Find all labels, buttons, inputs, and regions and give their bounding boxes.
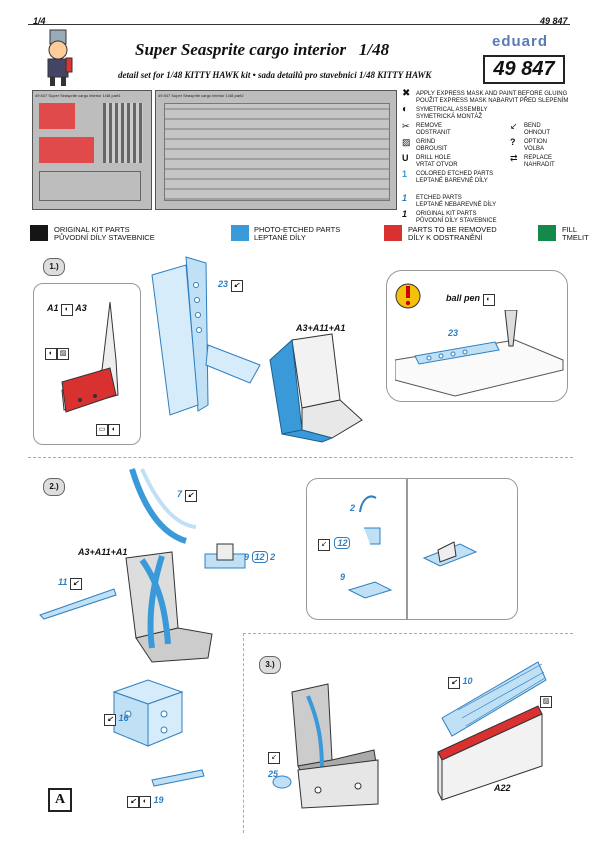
tool-label: ball pen ◐ xyxy=(446,293,495,306)
part-number-23-detail: 23 xyxy=(448,328,459,338)
detail-part-12-icons: ↙ 12 xyxy=(318,533,351,551)
part-number-10: ↙ 10 xyxy=(448,676,473,689)
grind-icon: ▨ xyxy=(402,137,411,147)
key-row: ↙ BEND OHNOUT xyxy=(510,121,550,136)
part-number-16: ↙ 16 xyxy=(104,713,129,726)
etched-panel-10 xyxy=(441,661,547,737)
section-marker: A xyxy=(48,788,72,812)
drill-icon: U xyxy=(402,153,409,163)
completed-seat-drawing xyxy=(291,683,379,809)
plate-part-9 xyxy=(347,581,393,599)
option-icon: ? xyxy=(510,137,516,147)
seat-assembly-drawing xyxy=(269,333,363,443)
key-row: 1 COLORED ETCHED PARTS LEPTANÉ BAREVNÉ D… xyxy=(402,169,494,184)
detail-part-9: 9 xyxy=(340,572,346,582)
legend-label: PARTS TO BE REMOVED DÍLY K ODSTRANĚNÍ xyxy=(408,225,497,242)
warning-icon xyxy=(395,283,421,309)
assembly-label-step1: A3+A11+A1 xyxy=(296,323,346,333)
key-row: U DRILL HOLE VRTAT OTVOR xyxy=(402,153,458,168)
clip-part-12 xyxy=(364,527,381,545)
detail-panel-buckle xyxy=(306,478,408,620)
fret-photo-2: 49 847 Super Seasprite cargo interior 1/… xyxy=(155,90,397,210)
seat-frame-drawing xyxy=(61,301,119,413)
detail-panel-left xyxy=(33,283,141,445)
symbol-key: ✖ APPLY EXPRESS MASK AND PAINT BEFORE GL… xyxy=(402,88,572,224)
step3-divider-v xyxy=(243,633,244,833)
legend-label: ORIGINAL KIT PARTS PŮVODNÍ DÍLY STAVEBNI… xyxy=(54,225,155,242)
seat-base-part-16 xyxy=(112,679,184,747)
etched-seat-frame-23 xyxy=(151,256,261,416)
detail-panel-buckle-result xyxy=(406,478,518,620)
key-row: ✖ APPLY EXPRESS MASK AND PAINT BEFORE GL… xyxy=(402,88,569,104)
etched-strips xyxy=(103,103,143,163)
page-code: 49 847 xyxy=(540,16,568,26)
grind-icon: ▨ xyxy=(540,690,552,708)
symmetric-icon: ◐▨ xyxy=(45,342,69,360)
clip-part-2 xyxy=(359,495,377,513)
brand-logo: eduard xyxy=(492,33,549,50)
step3-divider xyxy=(243,633,573,634)
part-a22-drawing xyxy=(437,705,543,801)
legend-label: PHOTO-ETCHED PARTS LEPTANÉ DÍLY xyxy=(254,225,341,242)
etch-number-icon: 1 xyxy=(402,193,408,203)
subtitle: detail set for 1/48 KITTY HAWK kit • sad… xyxy=(118,70,432,80)
part-number-19: ↙◐ 19 xyxy=(127,795,164,808)
part-label-a1: A1 ◐ A3 xyxy=(47,303,87,316)
key-row: ◐ SYMETRICAL ASSEMBLY SYMETRICKÁ MONTÁŽ xyxy=(402,104,488,120)
legend-label: FILL TMELIT xyxy=(562,225,589,242)
etched-grid xyxy=(164,103,390,201)
legend-swatch-kit xyxy=(30,225,48,241)
key-row: 1 ETCHED PARTS LEPTANÉ NEBAREVNÉ DÍLY xyxy=(402,193,497,208)
scale-label: 1/48 xyxy=(358,40,390,59)
step-2-label: 2.) xyxy=(43,478,65,496)
key-row: ? OPTION VOLBA xyxy=(510,137,548,152)
part-25-drawing xyxy=(272,775,292,789)
mascot-logo xyxy=(47,29,73,86)
part-number-25: ↙25 xyxy=(268,752,280,779)
step-3-label: 3.) xyxy=(259,656,281,674)
legend-swatch-etched xyxy=(231,225,249,241)
legend-swatch-remove xyxy=(384,225,402,241)
belt-part-7 xyxy=(129,468,197,544)
page-title: Super Seasprite cargo interior 1/48 xyxy=(135,40,390,59)
key-row: ▨ GRIND OBROUSIT xyxy=(402,137,448,152)
fret-photo-1: 49 847 Super Seasprite cargo interior 1/… xyxy=(32,90,152,210)
bar-part-19 xyxy=(151,769,205,787)
header-rule xyxy=(28,24,570,25)
legend-swatch-fill xyxy=(538,225,556,241)
symmetric-icon: ◐ xyxy=(402,104,409,115)
step-divider xyxy=(28,457,573,458)
assembly-label-step2: A3+A11+A1 xyxy=(78,547,128,557)
fret-frame xyxy=(39,171,141,201)
step-1-label: 1.) xyxy=(43,258,65,276)
product-code: 49 847 xyxy=(483,55,565,84)
red-parts-block xyxy=(39,137,94,163)
remove-icon: ✂ xyxy=(402,121,410,131)
buckle-assembled-drawing xyxy=(422,541,478,567)
belt-part-11 xyxy=(39,588,117,620)
part-numbers-buckle: 9 12 2 xyxy=(244,551,276,563)
detail-part-2: 2 xyxy=(350,503,356,513)
mask-icon: ✖ xyxy=(402,88,411,99)
buckle-part xyxy=(204,543,246,569)
color-legend: ORIGINAL KIT PARTS PŮVODNÍ DÍLY STAVEBNI… xyxy=(28,222,589,246)
key-row: ✂ REMOVE ODSTRANIT xyxy=(402,121,451,136)
key-row: ⇄ REPLACE NAHRADIT xyxy=(510,153,555,168)
key-row: 1 ORIGINAL KIT PARTS PŮVODNÍ DÍLY STAVEB… xyxy=(402,209,497,224)
detail-panel-tool xyxy=(386,270,568,402)
colored-etch-icon: 1 xyxy=(402,169,408,179)
grind-icon: ▭◐ xyxy=(96,418,120,436)
part-number-11: 11 ↙ xyxy=(58,577,82,590)
bend-icon: ↙ xyxy=(510,121,518,131)
part-number-23: 23 ↙ xyxy=(218,279,243,292)
part-label-a22: A22 xyxy=(494,783,511,793)
page-number: 1/4 xyxy=(33,16,46,26)
replace-icon: ⇄ xyxy=(510,153,518,163)
kit-number-icon: 1 xyxy=(402,209,408,219)
seat-with-belts-drawing xyxy=(125,551,213,663)
ball-pen-drawing xyxy=(395,310,564,397)
red-parts-block xyxy=(39,103,75,129)
part-number-7: 7 ↙ xyxy=(177,489,197,502)
